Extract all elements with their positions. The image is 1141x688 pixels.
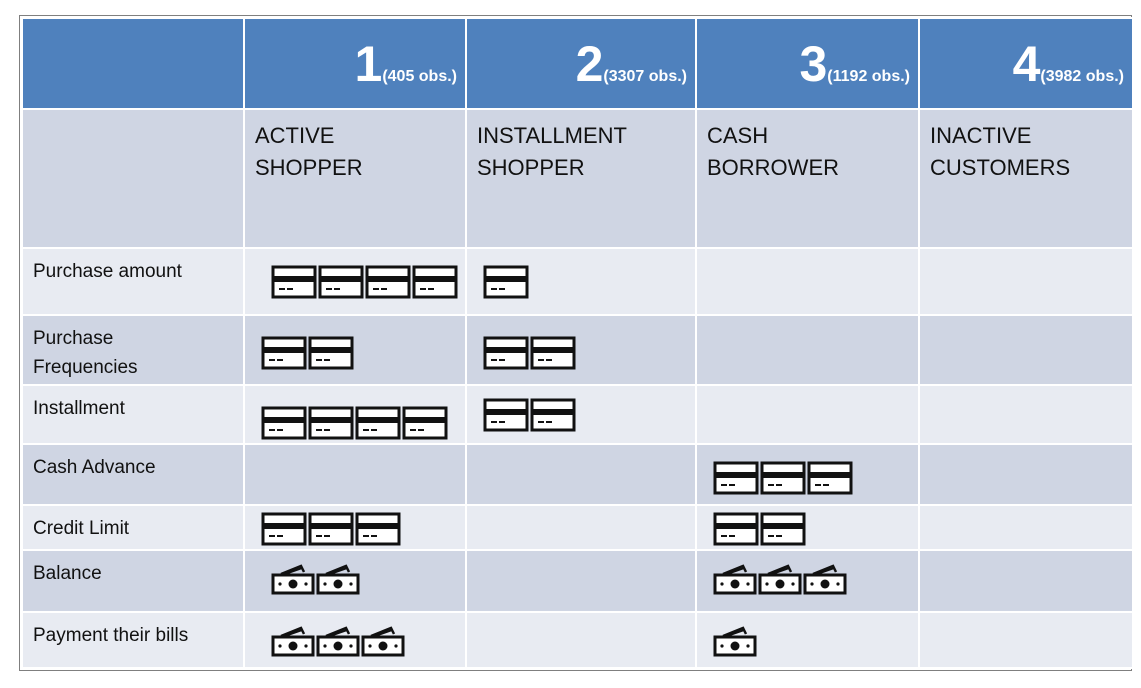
metric-label: Cash Advance (21, 443, 245, 506)
icon-cell (918, 504, 1134, 551)
cash-bill-icon (803, 564, 847, 595)
icon-cell (918, 611, 1134, 669)
credit-card-icon (271, 265, 317, 299)
credit-card-icon (760, 512, 806, 546)
cash-bill-icon (361, 626, 405, 657)
icon-cell (918, 247, 1134, 316)
credit-card-icon (318, 265, 364, 299)
cash-bill-icon (271, 626, 315, 657)
icon-cell (243, 443, 467, 506)
metric-label: Credit Limit (21, 504, 245, 551)
table-row: Installment (21, 384, 1134, 445)
cluster-header-2: 2(3307 obs.) (465, 17, 697, 110)
metric-label: Payment their bills (21, 611, 245, 669)
credit-card-icon (713, 512, 759, 546)
icon-cell (695, 247, 920, 316)
cluster-obs: (3982 obs.) (1040, 67, 1124, 85)
icon-cell (243, 611, 467, 669)
icon-cell (695, 504, 920, 551)
icon-cell (465, 247, 697, 316)
credit-card-icon (261, 336, 307, 370)
credit-card-icon (402, 406, 448, 440)
credit-card-icon (308, 336, 354, 370)
icon-cell (465, 314, 697, 386)
credit-card-icon (483, 265, 529, 299)
icon-cell (918, 443, 1134, 506)
cluster-number: 1 (354, 35, 383, 92)
label-corner (21, 108, 245, 249)
icon-cell (465, 504, 697, 551)
cluster-obs: (405 obs.) (382, 67, 457, 85)
credit-card-icon (412, 265, 458, 299)
metric-label: Purchase amount (21, 247, 245, 316)
icon-cell (695, 443, 920, 506)
credit-card-icon (355, 406, 401, 440)
credit-card-icon (760, 461, 806, 495)
segmentation-table: 1(405 obs.) 2(3307 obs.) 3(1192 obs.) 4(… (21, 17, 1134, 669)
icon-cell (465, 384, 697, 445)
table-row: Purchase amount (21, 247, 1134, 316)
table-row: Balance (21, 549, 1134, 613)
cluster-number: 4 (1012, 35, 1041, 92)
metric-label: Installment (21, 384, 245, 445)
cluster-header-4: 4(3982 obs.) (918, 17, 1134, 110)
credit-card-icon (261, 406, 307, 440)
credit-card-icon (530, 336, 576, 370)
cluster-obs: (1192 obs.) (827, 67, 910, 85)
table-row: Cash Advance (21, 443, 1134, 506)
credit-card-icon (261, 512, 307, 546)
icon-cell (695, 314, 920, 386)
icon-cell (243, 384, 467, 445)
credit-card-icon (308, 512, 354, 546)
credit-card-icon (713, 461, 759, 495)
icon-cell (918, 384, 1134, 445)
cash-bill-icon (316, 626, 360, 657)
cluster-number: 3 (799, 35, 828, 92)
credit-card-icon (365, 265, 411, 299)
credit-card-icon (530, 398, 576, 432)
credit-card-icon (355, 512, 401, 546)
cash-bill-icon (758, 564, 802, 595)
table-row: Payment their bills (21, 611, 1134, 669)
metric-label: Balance (21, 549, 245, 613)
icon-cell (465, 611, 697, 669)
icon-cell (243, 549, 467, 613)
header-corner (21, 17, 245, 110)
credit-card-icon (807, 461, 853, 495)
icon-cell (243, 314, 467, 386)
table-row: Credit Limit (21, 504, 1134, 551)
cash-bill-icon (713, 626, 757, 657)
header-row: 1(405 obs.) 2(3307 obs.) 3(1192 obs.) 4(… (21, 17, 1134, 110)
icon-cell (465, 549, 697, 613)
icon-cell (695, 384, 920, 445)
cash-bill-icon (316, 564, 360, 595)
cluster-number: 2 (575, 35, 604, 92)
icon-cell (695, 611, 920, 669)
credit-card-icon (483, 398, 529, 432)
icon-cell (695, 549, 920, 613)
cluster-obs: (3307 obs.) (603, 67, 687, 85)
icon-cell (243, 504, 467, 551)
cash-bill-icon (271, 564, 315, 595)
cluster-header-3: 3(1192 obs.) (695, 17, 920, 110)
icon-cell (465, 443, 697, 506)
credit-card-icon (483, 336, 529, 370)
icon-cell (918, 314, 1134, 386)
cluster-header-1: 1(405 obs.) (243, 17, 467, 110)
cash-bill-icon (713, 564, 757, 595)
credit-card-icon (308, 406, 354, 440)
icon-cell (243, 247, 467, 316)
icon-cell (918, 549, 1134, 613)
